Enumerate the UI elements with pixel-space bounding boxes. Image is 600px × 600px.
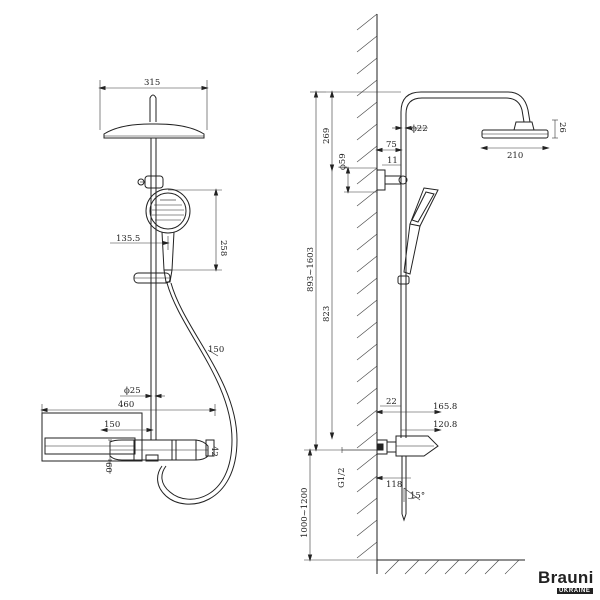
- arm-height-dimension: 269: [322, 90, 401, 172]
- brand-subtitle: UKRAINE: [557, 588, 593, 594]
- dim-bracket-depth: 75: [386, 140, 397, 150]
- side-hand-shower: [403, 187, 439, 275]
- side-shower-head: 26 210: [480, 119, 567, 161]
- dim-shelf-width: 460: [118, 400, 134, 410]
- side-wall-bracket: 75 11 ϕ59: [338, 140, 408, 194]
- dim-mixer-offset: 150: [104, 420, 120, 430]
- dim-head-thickness: 26: [557, 122, 567, 133]
- handshower-dimension: 258: [168, 188, 228, 272]
- dim-head-width: 315: [144, 78, 160, 88]
- dim-riser-length: 823: [322, 306, 332, 322]
- overhead-shower-head: [103, 94, 205, 139]
- side-riser-arm: [397, 91, 531, 438]
- dim-spout-length: 118: [386, 480, 402, 490]
- riser-length-dimension: 823: [322, 170, 335, 440]
- side-pipe-diameter: ϕ22: [392, 124, 428, 134]
- shelf-mixer: 460 150 60 42: [40, 400, 219, 474]
- brand-name: Brauni: [538, 568, 594, 587]
- dim-spout-angle: 15°: [410, 491, 425, 501]
- dim-shelf-height: 60: [103, 462, 113, 473]
- dim-handshower-offset: 135.5: [116, 234, 140, 244]
- dim-handshower-height: 258: [218, 240, 228, 256]
- handshower-offset-dimension: 135.5: [110, 234, 170, 250]
- total-height-dimension: 893~1603: [306, 90, 326, 452]
- hand-shower: [145, 188, 191, 283]
- pipe-diameter-dimension: ϕ25: [120, 386, 165, 399]
- dim-hose-bend: 150: [208, 345, 224, 355]
- install-height-dimension: 1000~1200: [300, 448, 377, 562]
- front-wall-bracket: [137, 175, 164, 189]
- dim-mixer-projection: 165.8: [433, 402, 457, 412]
- dim-head-diameter: 210: [507, 151, 523, 161]
- head-dimension-box: 315: [98, 78, 209, 130]
- front-riser-pipe: [150, 138, 157, 440]
- dim-side-pipe-diameter: ϕ22: [411, 124, 428, 134]
- side-view: 26 210 ϕ22 75 11: [300, 13, 567, 575]
- dim-mixer-depth: 42: [209, 446, 219, 457]
- dim-install-height: 1000~1200: [300, 488, 310, 538]
- side-mixer-shelf: 165.8 22 120.8 G1/2 118 15°: [337, 397, 457, 522]
- dim-arm-height: 269: [322, 128, 332, 144]
- dim-bracket-diameter: ϕ59: [338, 153, 348, 170]
- dim-shelf-projection: 120.8: [433, 420, 457, 430]
- dim-total-height: 893~1603: [306, 247, 316, 292]
- dim-bracket-gap: 11: [387, 156, 398, 166]
- dim-mixer-gap: 22: [386, 397, 397, 407]
- wall-hatching: [356, 13, 525, 575]
- shower-hose: 150: [157, 282, 238, 505]
- brand-logo: Brauni UKRAINE: [538, 568, 598, 598]
- dim-thread: G1/2: [337, 468, 347, 488]
- dim-pipe-diameter: ϕ25: [124, 386, 141, 396]
- slider-holder: [133, 272, 171, 284]
- front-view: 315: [40, 78, 238, 505]
